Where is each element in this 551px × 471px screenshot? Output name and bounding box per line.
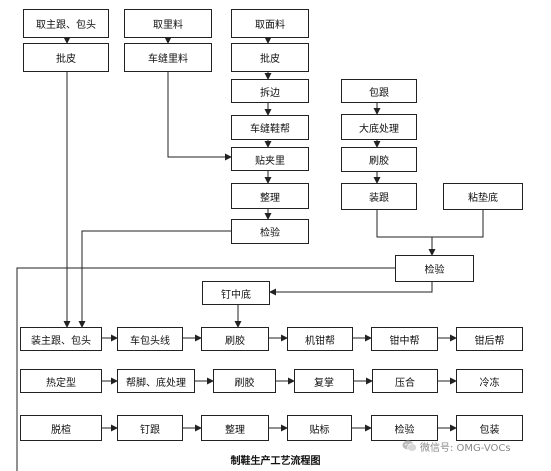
step-ji-qian-bang: 机钳帮 xyxy=(287,327,353,351)
step-qian-zhong-bang: 钳中帮 xyxy=(371,327,438,351)
step-ding-zhong-di: 钉中底 xyxy=(202,281,270,305)
step-da-di-chuli: 大底处理 xyxy=(341,114,417,140)
step-qu-mianliao: 取面料 xyxy=(231,9,309,38)
watermark: 微信号: OMG-VOCs xyxy=(402,436,511,456)
step-qu-liliao: 取里料 xyxy=(124,9,212,38)
connector xyxy=(78,230,231,328)
step-zhuang-zhugen-baotou: 装主跟、包头 xyxy=(20,327,102,351)
step-zheng-li-1: 整理 xyxy=(231,183,309,209)
step-shua-jiao-2: 刷胶 xyxy=(201,327,269,351)
step-che-feng-liliao: 车缝里料 xyxy=(124,43,212,72)
step-tie-jiali: 贴夹里 xyxy=(231,147,309,171)
diagram-caption: 制鞋生产工艺流程图 xyxy=(230,456,321,467)
step-jian-yan-1: 检验 xyxy=(231,219,309,244)
step-shua-jiao-1: 刷胶 xyxy=(341,147,417,172)
step-pi-pi-2: 批皮 xyxy=(231,43,309,72)
step-zhuang-gen: 装跟 xyxy=(341,183,417,210)
step-jian-yan-3: 检验 xyxy=(371,415,438,441)
connector xyxy=(269,282,433,296)
step-tuo-xuan: 脱楦 xyxy=(20,415,102,441)
wechat-icon xyxy=(402,440,417,452)
step-zhan-dian-di: 粘垫底 xyxy=(443,183,523,210)
step-qian-hou-bang: 钳后帮 xyxy=(456,327,523,351)
connector xyxy=(16,267,395,471)
step-fu-zhang: 复掌 xyxy=(294,369,354,393)
connector xyxy=(167,72,232,161)
step-shua-jiao-3: 刷胶 xyxy=(213,369,276,393)
step-bang-jiao-di-chuli: 帮脚、底处理 xyxy=(117,369,195,393)
connector xyxy=(376,210,484,238)
step-qu-zhugen-baotou: 取主跟、包头 xyxy=(23,9,109,38)
step-pi-pi-1: 批皮 xyxy=(23,43,109,72)
step-jian-yan-2: 检验 xyxy=(395,255,474,282)
step-bao-gen: 包跟 xyxy=(341,79,417,103)
step-chai-bian: 拆边 xyxy=(231,79,309,103)
step-che-baotou-xian: 车包头线 xyxy=(117,327,183,351)
step-zheng-li-2: 整理 xyxy=(201,415,269,441)
step-bao-zhuang: 包装 xyxy=(456,415,523,441)
step-ya-he: 压合 xyxy=(372,369,438,393)
step-re-ding-xing: 热定型 xyxy=(20,369,102,393)
step-che-feng-xiebang: 车缝鞋帮 xyxy=(231,115,309,140)
step-ding-gen: 钉跟 xyxy=(117,415,183,441)
watermark-text: 微信号: OMG-VOCs xyxy=(420,442,511,454)
step-leng-dong: 冷冻 xyxy=(456,369,523,393)
step-tie-biao: 贴标 xyxy=(287,415,352,441)
